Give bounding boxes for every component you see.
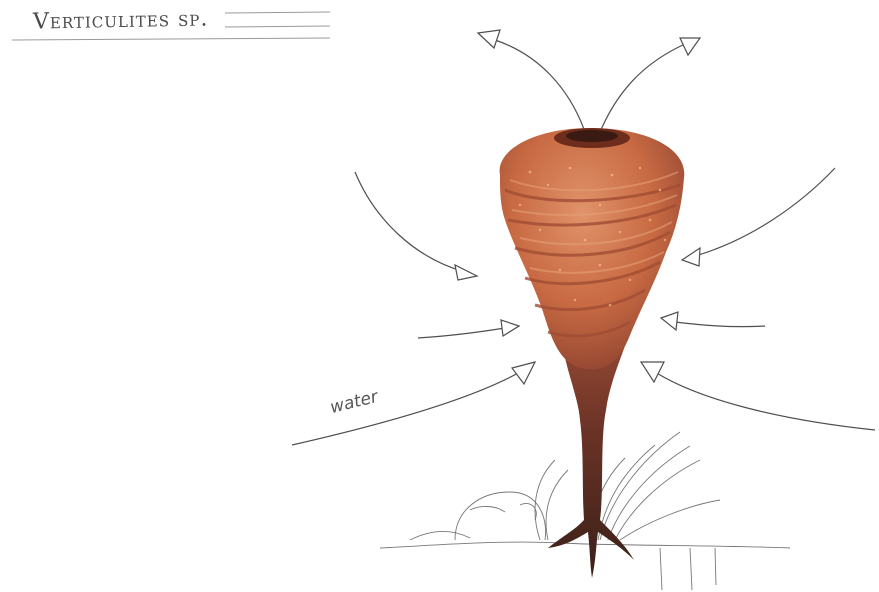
arrow-inflow-top-right [695, 168, 835, 256]
arrow-inflow-mid-right [675, 322, 765, 327]
arrow-inflow-water [292, 372, 520, 445]
arrow-outflow-left [495, 40, 585, 132]
arrow-inflow-lower-right [655, 372, 875, 430]
sponge-illustration [500, 128, 685, 578]
arrow-inflow-mid-left [418, 328, 505, 338]
illustration-title: Verticulites sp. [33, 6, 209, 34]
arrow-inflow-top-left [355, 172, 465, 272]
arrow-outflow-right [600, 44, 685, 132]
